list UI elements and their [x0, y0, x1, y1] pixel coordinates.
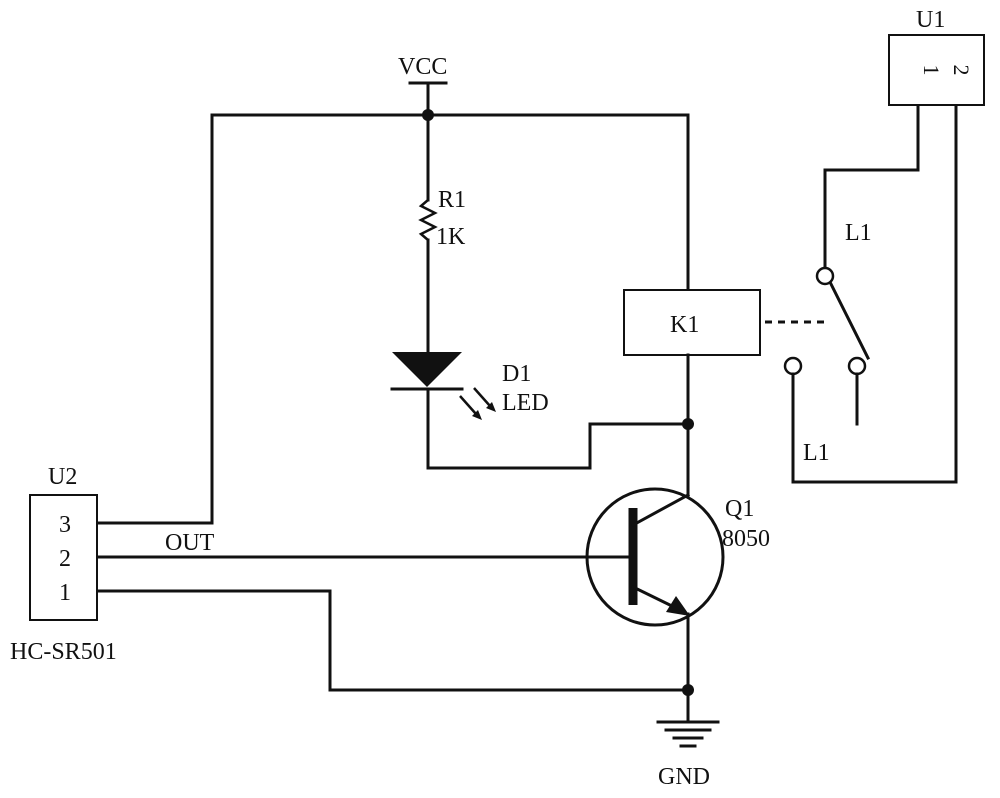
u2-ref: U2 — [48, 464, 77, 490]
u1-pin2-wire — [791, 103, 958, 484]
u1-ref: U1 — [916, 7, 945, 33]
d1-ref: D1 — [502, 361, 531, 387]
u2-part: HC-SR501 — [10, 639, 117, 665]
switch-contact-left — [783, 356, 803, 376]
led-return-wire — [426, 422, 690, 470]
led-d1: D1 LED — [390, 352, 549, 470]
l1-label-top: L1 — [845, 220, 872, 246]
r1-ref: R1 — [438, 187, 466, 213]
connector-u1: U1 1 2 — [888, 7, 985, 106]
vcc-label: VCC — [398, 54, 447, 80]
u1-pin-2: 2 — [949, 65, 974, 76]
transistor-q1: Q1 8050 — [585, 487, 770, 724]
q1-value: 8050 — [722, 526, 770, 552]
relay-k1: K1 — [623, 289, 761, 497]
gnd-wire — [95, 589, 690, 692]
q1-ref: Q1 — [725, 496, 754, 522]
collector-junction — [682, 418, 694, 430]
q1-emitter-arrow — [666, 596, 690, 616]
switch-contact-right — [847, 356, 867, 376]
sensor-u2: U2 3 2 1 HC-SR501 OUT — [10, 464, 215, 665]
gnd-label: GND — [658, 764, 710, 790]
vcc-rail — [95, 109, 690, 525]
u2-pin-3: 3 — [59, 512, 71, 538]
relay-box — [623, 289, 761, 356]
led-triangle — [392, 352, 462, 387]
k1-ref: K1 — [670, 312, 699, 338]
resistor-r1: R1 1K — [418, 113, 466, 354]
u2-pin-2: 2 — [59, 546, 71, 572]
u2-pin-1: 1 — [59, 580, 71, 606]
gnd-symbol: GND — [656, 720, 720, 790]
d1-value: LED — [502, 390, 549, 416]
r1-value: 1K — [436, 224, 466, 250]
vcc-symbol: VCC — [398, 54, 448, 117]
u1-pin-1: 1 — [919, 65, 944, 76]
u2-box — [29, 494, 98, 621]
relay-switch: L1 L1 — [783, 168, 872, 484]
u1-pin1-wire — [823, 103, 920, 172]
l1-label-bottom: L1 — [803, 440, 830, 466]
out-label: OUT — [165, 530, 215, 556]
u1-box — [888, 34, 985, 106]
gnd-junction — [682, 684, 694, 696]
switch-contact-top — [815, 266, 835, 286]
